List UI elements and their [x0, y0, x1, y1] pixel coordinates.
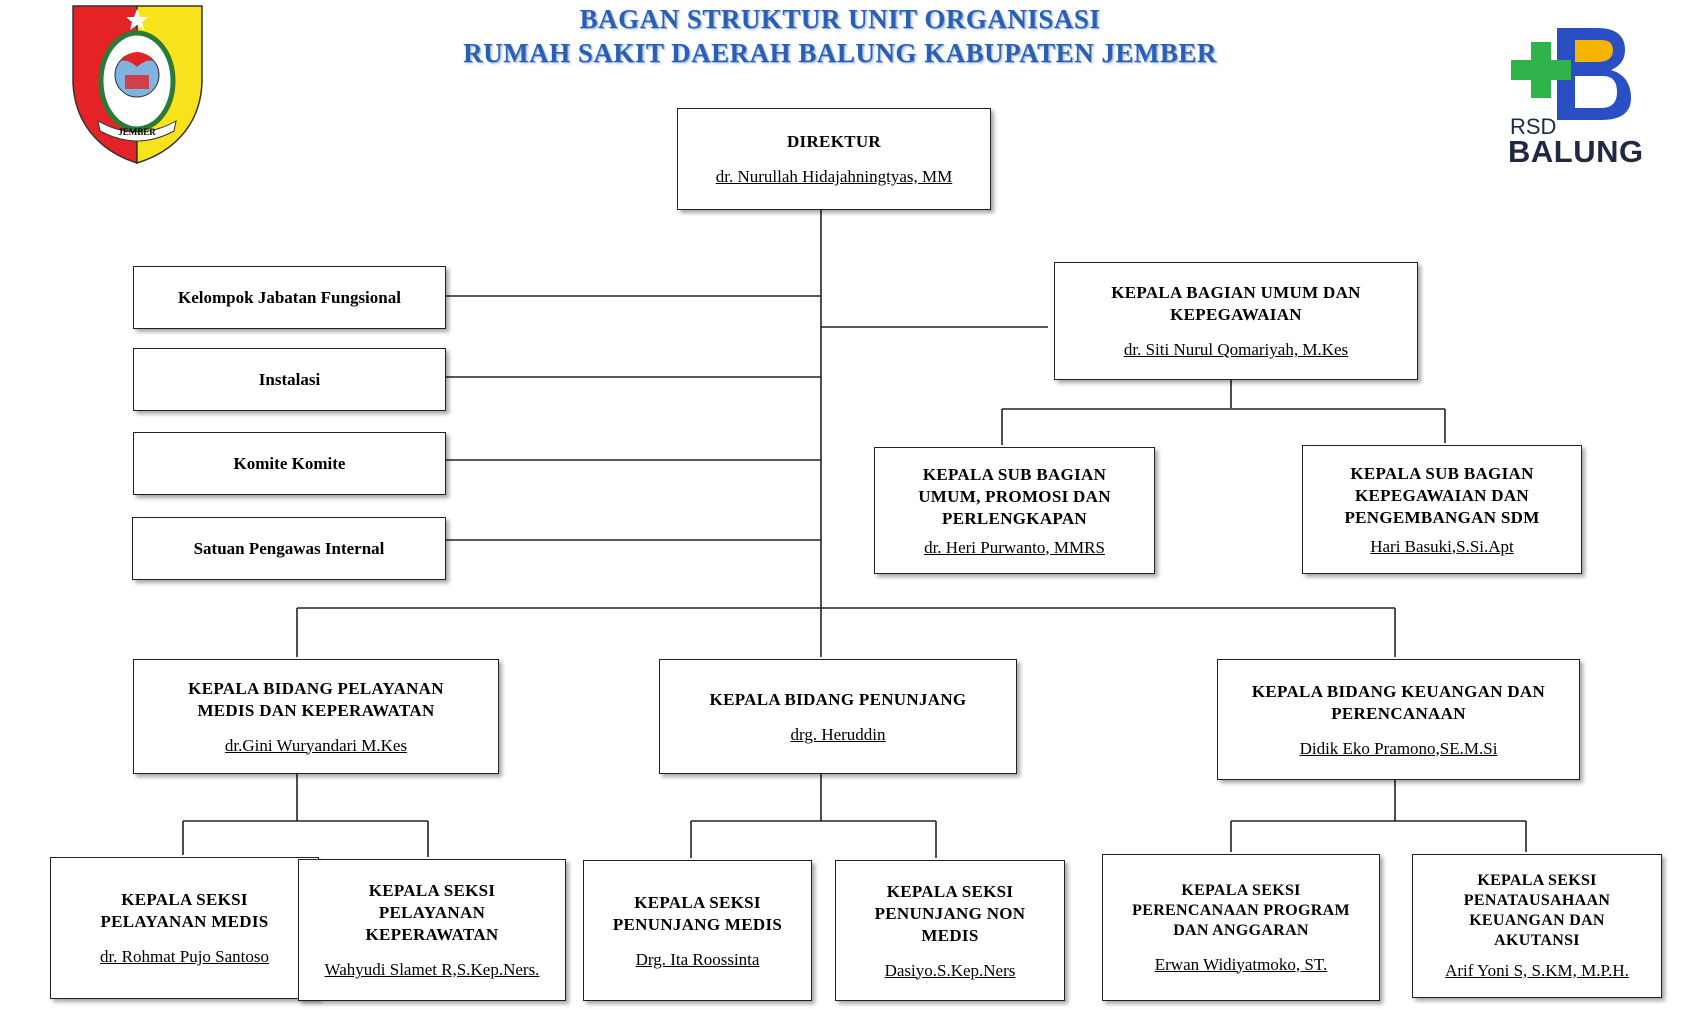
seksi-name: Wahyudi Slamet R,S.Kep.Ners.: [324, 960, 540, 979]
subbag-role: PERLENGKAPAN: [942, 508, 1087, 528]
bidang-keuangan-box[interactable]: KEPALA BIDANG KEUANGAN DAN PERENCANAAN D…: [1217, 659, 1580, 780]
seksi-keperawatan-box[interactable]: KEPALA SEKSI PELAYANAN KEPERAWATAN Wahyu…: [298, 859, 566, 1001]
emblem-text: JEMBER: [118, 127, 156, 137]
staff-unit-label: Instalasi: [258, 369, 321, 389]
seksi-role: KEPALA SEKSI: [1477, 872, 1597, 889]
bidang-role: KEPALA BIDANG PENUNJANG: [709, 689, 967, 709]
bagian-umum-role-2: KEPEGAWAIAN: [1170, 305, 1302, 324]
bidang-name: Didik Eko Pramono,SE.M.Si: [1299, 738, 1498, 758]
subbag-role: UMUM, PROMOSI DAN: [918, 486, 1111, 506]
staff-unit-label: Kelompok Jabatan Fungsional: [178, 287, 401, 307]
bagian-umum-role-1: KEPALA BAGIAN UMUM DAN: [1111, 283, 1361, 302]
staff-unit-instalasi[interactable]: Instalasi: [133, 348, 446, 411]
staff-unit-label: Satuan Pengawas Internal: [193, 538, 385, 558]
seksi-name: Erwan Widiyatmoko, ST.: [1154, 954, 1328, 974]
bidang-role: MEDIS DAN KEPERAWATAN: [197, 700, 435, 720]
chart-title-line-1: BAGAN STRUKTUR UNIT ORGANISASI: [579, 4, 1101, 34]
seksi-role: PELAYANAN: [378, 903, 486, 922]
seksi-role: KEPALA SEKSI: [368, 881, 496, 900]
subbag-name: Hari Basuki,S.Si.Apt: [1370, 536, 1514, 556]
seksi-penunjang-medis-box[interactable]: KEPALA SEKSI PENUNJANG MEDIS Drg. Ita Ro…: [583, 860, 812, 1001]
seksi-penunjang-non-medis-box[interactable]: KEPALA SEKSI PENUNJANG NON MEDIS Dasiyo.…: [835, 860, 1065, 1001]
jember-emblem-icon: JEMBER: [72, 5, 203, 165]
seksi-role: KEPERAWATAN: [365, 925, 499, 944]
seksi-name: Arif Yoni S, S.KM, M.P.H.: [1445, 961, 1629, 980]
seksi-role: KEPALA SEKSI: [886, 881, 1014, 901]
seksi-role: KEPALA SEKSI: [634, 892, 761, 912]
rsd-logo-text-1: RSD: [1510, 114, 1557, 139]
seksi-name: Dasiyo.S.Kep.Ners: [884, 960, 1016, 980]
staff-unit-komite[interactable]: Komite Komite: [133, 432, 446, 495]
subbag-role: KEPEGAWAIAN DAN: [1354, 485, 1530, 505]
chart-title-line-2: RUMAH SAKIT DAERAH BALUNG KABUPATEN JEMB…: [463, 38, 1217, 68]
director-box[interactable]: DIREKTUR dr. Nurullah Hidajahningtyas, M…: [677, 108, 991, 210]
seksi-penatausahaan-box[interactable]: KEPALA SEKSI PENATAUSAHAAN KEUANGAN DAN …: [1412, 854, 1662, 998]
seksi-role: PENATAUSAHAAN: [1463, 892, 1611, 909]
seksi-role: PENUNJANG MEDIS: [612, 914, 783, 934]
staff-unit-kelompok-jabatan[interactable]: Kelompok Jabatan Fungsional: [133, 266, 446, 329]
bidang-role: KEPALA BIDANG KEUANGAN DAN: [1251, 681, 1546, 701]
seksi-perencanaan-box[interactable]: KEPALA SEKSI PERENCANAAN PROGRAM DAN ANG…: [1102, 854, 1380, 1001]
seksi-role: KEUANGAN DAN: [1469, 912, 1605, 929]
director-role: DIREKTUR: [786, 132, 882, 151]
subbag-role: KEPALA SUB BAGIAN: [922, 464, 1107, 484]
bidang-role: KEPALA BIDANG PELAYANAN: [188, 678, 444, 698]
rsd-logo-text-2: BALUNG: [1508, 134, 1644, 169]
subbag-kepegawaian-box[interactable]: KEPALA SUB BAGIAN KEPEGAWAIAN DAN PENGEM…: [1302, 445, 1582, 574]
staff-unit-spi[interactable]: Satuan Pengawas Internal: [132, 517, 446, 580]
director-name: dr. Nurullah Hidajahningtyas, MM: [715, 167, 953, 186]
subbag-role: PENGEMBANGAN SDM: [1344, 507, 1540, 527]
seksi-role: KEPALA SEKSI: [1181, 881, 1301, 899]
seksi-pelayanan-medis-box[interactable]: KEPALA SEKSI PELAYANAN MEDIS dr. Rohmat …: [50, 857, 319, 999]
seksi-role: PENUNJANG NON: [874, 903, 1026, 923]
subbag-role: KEPALA SUB BAGIAN: [1350, 463, 1534, 483]
staff-unit-label: Komite Komite: [233, 453, 346, 473]
bidang-role: PERENCANAAN: [1331, 703, 1466, 723]
seksi-role: KEPALA SEKSI: [121, 890, 248, 909]
bagian-umum-name: dr. Siti Nurul Qomariyah, M.Kes: [1123, 340, 1349, 359]
bidang-penunjang-box[interactable]: KEPALA BIDANG PENUNJANG drg. Heruddin: [659, 659, 1017, 774]
seksi-name: Drg. Ita Roossinta: [635, 949, 760, 969]
bidang-pelayanan-box[interactable]: KEPALA BIDANG PELAYANAN MEDIS DAN KEPERA…: [133, 659, 499, 774]
seksi-role: DAN ANGGARAN: [1173, 921, 1309, 939]
subbag-name: dr. Heri Purwanto, MMRS: [924, 537, 1105, 557]
rsd-balung-logo-icon: [1511, 28, 1631, 120]
seksi-role: PELAYANAN MEDIS: [100, 912, 269, 931]
bagian-umum-box[interactable]: KEPALA BAGIAN UMUM DAN KEPEGAWAIAN dr. S…: [1054, 262, 1418, 380]
seksi-name: dr. Rohmat Pujo Santoso: [99, 947, 270, 966]
seksi-role: MEDIS: [921, 925, 979, 945]
bidang-name: dr.Gini Wuryandari M.Kes: [224, 735, 408, 755]
subbag-umum-box[interactable]: KEPALA SUB BAGIAN UMUM, PROMOSI DAN PERL…: [874, 447, 1155, 574]
seksi-role: AKUTANSI: [1494, 932, 1580, 949]
bidang-name: drg. Heruddin: [790, 724, 886, 744]
seksi-role: PERENCANAAN PROGRAM: [1132, 901, 1350, 919]
